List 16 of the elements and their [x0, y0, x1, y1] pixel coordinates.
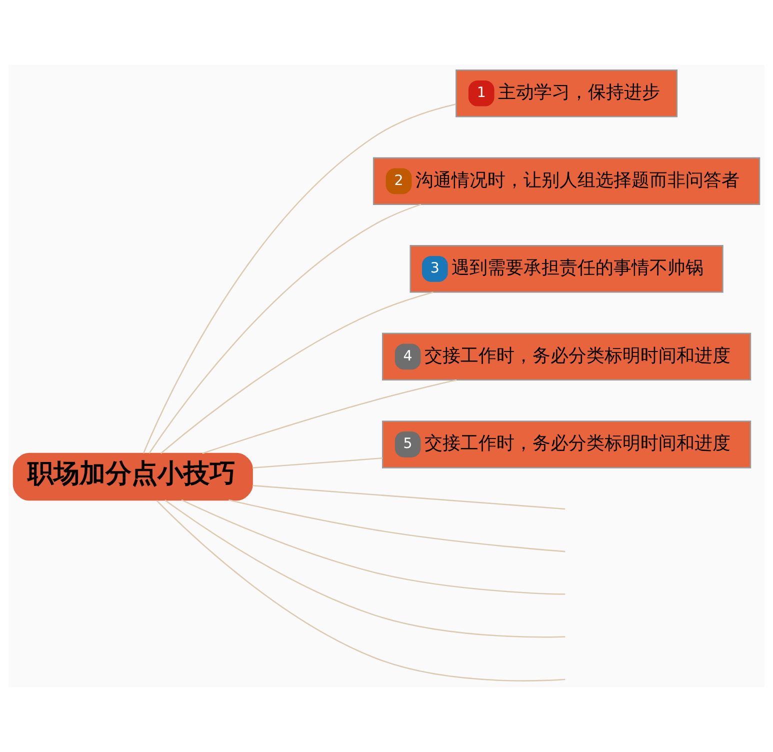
- connector: [160, 292, 434, 454]
- connector: [142, 104, 456, 454]
- node-box: 1 主动学习，保持进步: [456, 70, 678, 118]
- connector: [156, 500, 566, 682]
- connector: [252, 484, 566, 510]
- node-box: 职场加分点小技巧: [12, 452, 253, 501]
- connector: [148, 204, 422, 454]
- connector: [181, 499, 566, 595]
- node-box: 4 交接工作时，务必分类标明时间和进度: [382, 332, 752, 381]
- node-box: 5 交接工作时，务必分类标明时间和进度: [382, 420, 752, 468]
- connector: [228, 499, 566, 552]
- connector: [164, 500, 566, 638]
- node-box: 3 遇到需要承担责任的事情不帅锅: [410, 245, 724, 293]
- node-box: 2 沟通情况时，让别人组选择题而非问答者: [372, 157, 760, 206]
- connector: [252, 457, 382, 468]
- connector: [202, 379, 457, 454]
